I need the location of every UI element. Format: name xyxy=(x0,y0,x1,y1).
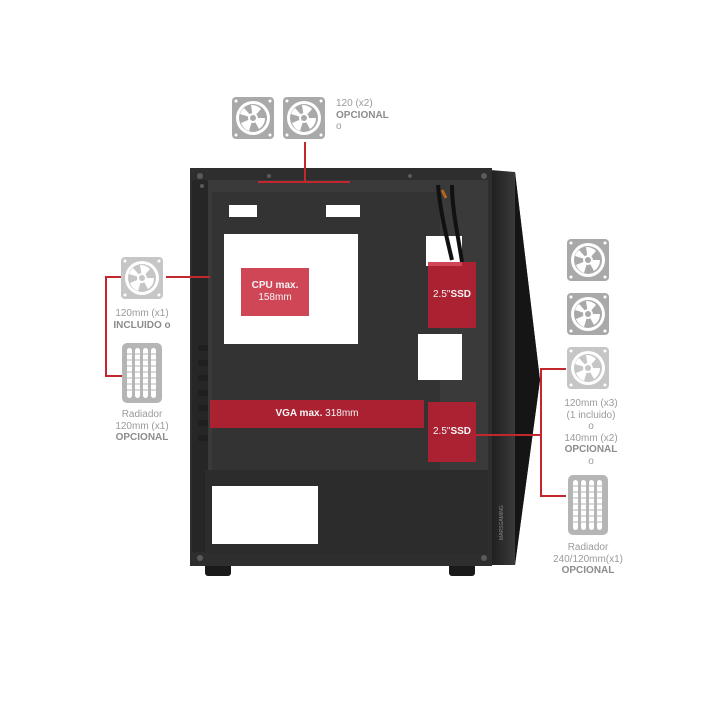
front-connector-vertical xyxy=(540,368,542,496)
ssd-bay-top: 2.5"SSD xyxy=(428,262,476,328)
rear-fan-qty: 120mm (x1) xyxy=(115,308,169,319)
rear-radiator-size: 120mm (x1) xyxy=(115,420,169,432)
fan-icon xyxy=(232,97,274,139)
top-fan-callout: 120 (x2) OPCIONAL o xyxy=(336,98,389,133)
rear-connector-vertical xyxy=(105,276,107,376)
radiator-icon xyxy=(568,475,608,535)
front-radiator-optional: OPCIONAL xyxy=(561,565,615,576)
front-connector-ssd xyxy=(476,434,542,436)
ssd-bay-bottom: 2.5"SSD xyxy=(428,402,476,462)
radiator-icon xyxy=(122,343,162,403)
rear-fan-included: INCLUIDO o xyxy=(113,319,171,331)
cpu-clearance-label: CPU max. xyxy=(251,280,299,291)
front-fan-qty: 120mm (x3) xyxy=(564,398,618,409)
front-radiator-title: Radiador xyxy=(567,542,609,553)
fan-icon xyxy=(283,97,325,139)
top-connector-vertical xyxy=(304,142,306,182)
vga-clearance-box: VGA max. 318mm xyxy=(210,400,424,428)
rear-fan-callout: 120mm (x1) INCLUIDO o xyxy=(96,308,188,331)
rear-radiator-optional: OPCIONAL xyxy=(115,432,169,443)
vga-clearance-label: VGA max. xyxy=(275,408,323,419)
ssd-top-label: SSD xyxy=(450,289,471,300)
top-fan-qty: 120 (x2) xyxy=(336,98,373,109)
front-fan-optional: OPCIONAL xyxy=(564,444,618,455)
front-connector-radiator xyxy=(540,495,566,497)
top-connector-horizontal xyxy=(258,181,350,183)
fan-icon xyxy=(121,257,163,299)
ssd-top-value: 2.5" xyxy=(432,289,451,300)
rear-radiator-title: Radiador xyxy=(121,409,163,420)
ssd-bottom-value: 2.5" xyxy=(432,426,451,437)
rear-fan-connector xyxy=(166,276,210,278)
front-radiator-size: 240/120mm(x1) xyxy=(552,553,624,565)
cpu-clearance-box: CPU max. 158mm xyxy=(241,268,309,316)
fan-icon xyxy=(567,239,609,281)
front-fan-or-2: o xyxy=(588,455,594,467)
fan-icon xyxy=(567,293,609,335)
rear-connector-bottom xyxy=(105,375,123,377)
brand-text: MARSGAMING xyxy=(499,505,505,540)
top-fan-or: o xyxy=(336,121,342,132)
cpu-clearance-value: 158mm xyxy=(258,292,292,303)
rear-radiator-callout: Radiador 120mm (x1) OPCIONAL xyxy=(96,409,188,444)
front-fan-callout: 120mm (x3) (1 incluido) o 140mm (x2) OPC… xyxy=(546,398,636,467)
front-connector-fan xyxy=(540,368,566,370)
front-radiator-callout: Radiador 240/120mm(x1) OPCIONAL xyxy=(540,542,636,577)
fan-icon xyxy=(567,347,609,389)
front-fan-or: o xyxy=(588,421,594,432)
rear-connector-top xyxy=(105,276,123,278)
front-fan-alt-qty: 140mm (x2) xyxy=(564,432,618,444)
ssd-bottom-label: SSD xyxy=(450,426,471,437)
top-fan-optional: OPCIONAL xyxy=(336,109,389,121)
vga-clearance-value: 318mm xyxy=(325,408,359,419)
front-fan-included: (1 incluido) xyxy=(566,409,616,421)
